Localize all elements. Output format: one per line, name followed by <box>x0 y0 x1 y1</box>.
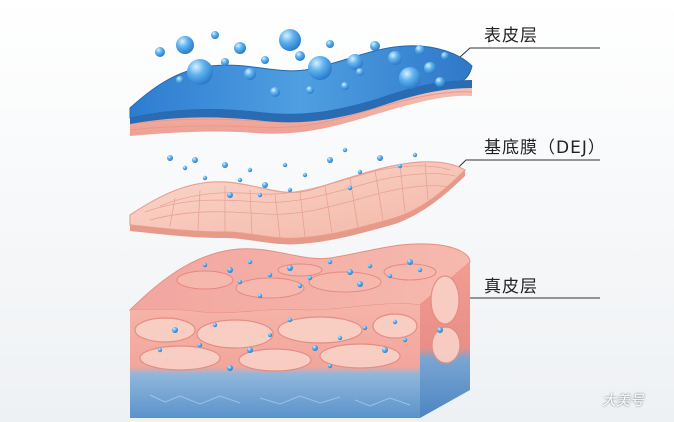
water-dot <box>377 155 383 161</box>
water-dot <box>342 147 348 153</box>
water-droplet <box>435 77 445 87</box>
water-dot <box>362 325 368 331</box>
water-droplet <box>308 56 332 80</box>
water-dot <box>367 263 373 269</box>
water-dot <box>387 273 393 279</box>
water-dot <box>172 327 178 333</box>
water-dot <box>182 165 188 171</box>
label-epidermis: 表皮层 <box>484 26 538 46</box>
label-dermis: 真皮层 <box>484 277 538 297</box>
water-droplet <box>326 40 334 48</box>
water-dot <box>337 335 343 341</box>
water-dot <box>237 177 243 183</box>
water-dot <box>237 279 243 285</box>
water-dot <box>327 363 333 369</box>
water-dot <box>417 267 423 273</box>
water-dot <box>357 281 363 287</box>
epidermis-layer <box>129 45 473 136</box>
water-dot <box>167 155 173 161</box>
water-droplet <box>211 31 219 39</box>
water-droplet <box>306 86 314 94</box>
water-droplet <box>155 47 165 57</box>
water-dot <box>192 157 198 163</box>
water-dot <box>282 162 288 168</box>
water-dot <box>227 192 233 198</box>
water-dot <box>222 162 228 168</box>
label-dej: 基底膜（DEJ） <box>484 138 606 158</box>
water-dot <box>402 337 408 343</box>
water-droplet <box>370 41 380 51</box>
water-droplet <box>176 76 184 84</box>
water-droplet <box>270 87 280 97</box>
water-droplet <box>279 29 301 51</box>
water-droplets <box>155 29 449 97</box>
water-droplet <box>399 67 421 89</box>
water-dot <box>382 347 388 353</box>
water-droplet <box>221 58 229 66</box>
water-dot <box>212 322 218 328</box>
water-dot <box>297 283 303 289</box>
dej-grid <box>144 162 456 239</box>
water-dot <box>262 182 268 188</box>
water-dot <box>302 172 308 178</box>
water-dot <box>267 332 273 338</box>
water-droplet <box>441 52 449 60</box>
water-dot <box>412 152 418 158</box>
water-dot <box>397 163 403 169</box>
water-dot <box>157 347 163 353</box>
watermark-logo: 大美号 <box>602 393 644 409</box>
water-dot <box>357 169 363 175</box>
water-droplet <box>388 51 402 65</box>
water-dot <box>287 265 293 271</box>
water-dot <box>247 167 253 173</box>
water-dot <box>287 317 293 323</box>
water-dot <box>267 272 273 278</box>
water-dot <box>347 269 353 275</box>
water-dot <box>407 259 413 265</box>
water-dot <box>202 262 208 268</box>
water-droplet <box>187 59 213 85</box>
dej-membrane <box>129 161 466 245</box>
water-dot <box>327 157 333 163</box>
water-dot <box>437 327 443 333</box>
water-droplet <box>176 36 194 54</box>
water-droplet <box>356 68 364 76</box>
water-droplet <box>234 42 246 54</box>
water-droplet <box>341 82 349 90</box>
water-dot <box>257 293 263 299</box>
water-droplet <box>424 62 436 74</box>
water-droplet <box>347 54 363 70</box>
water-dot <box>257 192 263 198</box>
water-dot <box>327 259 333 265</box>
water-dot <box>307 275 313 281</box>
water-dot <box>287 187 293 193</box>
water-dot <box>227 267 233 273</box>
water-droplet <box>261 56 269 64</box>
water-dot <box>247 347 253 353</box>
water-droplet <box>415 45 425 55</box>
water-droplet <box>244 68 256 80</box>
water-dot <box>247 259 253 265</box>
small-water-dots <box>157 147 443 371</box>
water-dot <box>392 319 398 325</box>
water-droplet <box>295 51 305 61</box>
water-dot <box>202 175 208 181</box>
water-dot <box>312 345 318 351</box>
water-dot <box>227 365 233 371</box>
water-dot <box>347 185 353 191</box>
water-dot <box>197 342 203 348</box>
